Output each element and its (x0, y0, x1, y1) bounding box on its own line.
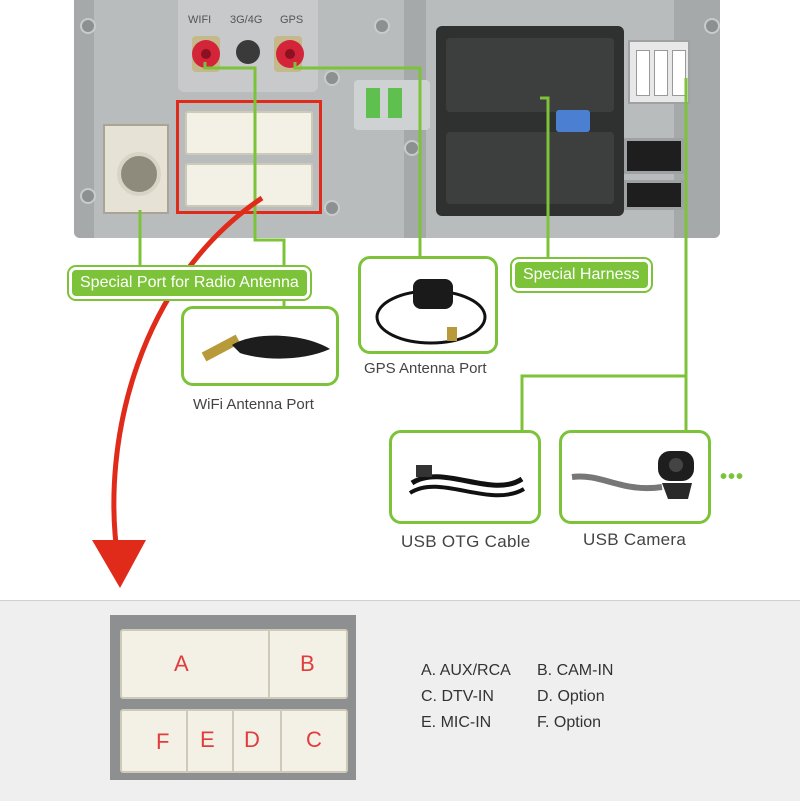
legend-label: Option (553, 714, 602, 731)
legend-item-b: B. CAM-IN (537, 662, 613, 680)
connector-letter-a: A (174, 651, 189, 676)
screw (704, 18, 720, 34)
connector-bottom (120, 709, 348, 773)
more-items-indicator: ••• (720, 466, 745, 488)
wifi-antenna-box (181, 306, 339, 386)
legend-label: DTV-IN (441, 688, 494, 705)
wifi-port-label: WIFI (188, 14, 212, 26)
gps-antenna-caption: GPS Antenna Port (364, 360, 487, 377)
plug-divider (186, 709, 188, 773)
gps-port-label: GPS (280, 14, 304, 26)
wifi-antenna-socket (192, 36, 220, 72)
screw (80, 188, 96, 204)
usb-otg-box (389, 430, 541, 524)
red-arrowhead (92, 540, 146, 588)
legend-item-a: A. AUX/RCA (421, 662, 511, 680)
usb-otg-caption: USB OTG Cable (401, 532, 531, 551)
rca-port (624, 138, 684, 174)
callout-lines (92, 62, 688, 588)
green-contact (388, 88, 402, 118)
usb-port-icon (672, 50, 686, 96)
panel-rib (74, 0, 94, 238)
plug-divider (268, 629, 270, 699)
sim-slot-module (354, 80, 430, 130)
wifi-antenna-line (203, 62, 286, 306)
legend-label: Option (557, 688, 605, 705)
usb-camera-box (559, 430, 711, 524)
connector-closeup-photo: A B C D E F (110, 615, 356, 780)
wifi-antenna-caption: WiFi Antenna Port (193, 396, 314, 413)
legend-item-e: E. MIC-IN (421, 714, 491, 732)
usb-port-icon (636, 50, 650, 96)
legend-label: MIC-IN (440, 714, 492, 731)
3g-socket-hole (236, 40, 260, 64)
legend-label: AUX/RCA (439, 662, 511, 679)
plug-divider (280, 709, 282, 773)
connector-letter-f: F (156, 729, 170, 754)
radio-antenna-port (103, 124, 169, 214)
legend-item-f: F. Option (537, 714, 601, 732)
usb-camera-caption: USB Camera (583, 530, 687, 549)
connector-top (120, 629, 348, 699)
legend-code: D. (537, 688, 553, 705)
connector-letter-c: C (306, 727, 322, 752)
usb-camera-icon (571, 451, 694, 499)
legend-item-c: C. DTV-IN (421, 688, 494, 706)
usb-port-stack (628, 40, 690, 104)
rca-port (624, 180, 684, 210)
special-harness-label: Special Harness (512, 259, 651, 291)
red-arrow-curve (111, 195, 264, 561)
connector-letter-d: D (244, 727, 260, 752)
screw (80, 18, 96, 34)
legend-code: A. (421, 662, 437, 679)
wifi-antenna-icon (201, 334, 330, 362)
gps-antenna-icon (375, 279, 487, 345)
main-harness-connector (436, 26, 624, 216)
radio-antenna-socket-icon (117, 152, 161, 196)
legend-code: C. (421, 688, 437, 705)
legend-label: CAM-IN (556, 662, 614, 679)
usb-port-icon (654, 50, 668, 96)
special-harness-line (540, 96, 550, 258)
gps-antenna-box (358, 256, 498, 354)
legend-item-d: D. Option (537, 688, 605, 706)
connector-ab (185, 111, 313, 155)
screw (324, 70, 340, 86)
usb-otg-cable-icon (408, 465, 526, 498)
legend-code: B. (537, 662, 553, 679)
connector-letter-e: E (200, 727, 215, 752)
plug-divider (232, 709, 234, 773)
legend-code: E. (421, 714, 437, 731)
screw (324, 200, 340, 216)
3g-port-label: 3G/4G (230, 14, 263, 26)
antenna-sockets (192, 36, 304, 72)
radio-antenna-label: Special Port for Radio Antenna (69, 267, 310, 299)
harness-pin-area (446, 38, 614, 112)
connector-letter-b: B (300, 651, 315, 676)
usb-otg-line (520, 374, 686, 430)
harness-pin-area (446, 132, 614, 204)
legend-code: F. (537, 714, 550, 731)
gps-antenna-line (293, 62, 422, 256)
screw (374, 18, 390, 34)
green-contact (366, 88, 380, 118)
blue-connector (556, 110, 590, 132)
